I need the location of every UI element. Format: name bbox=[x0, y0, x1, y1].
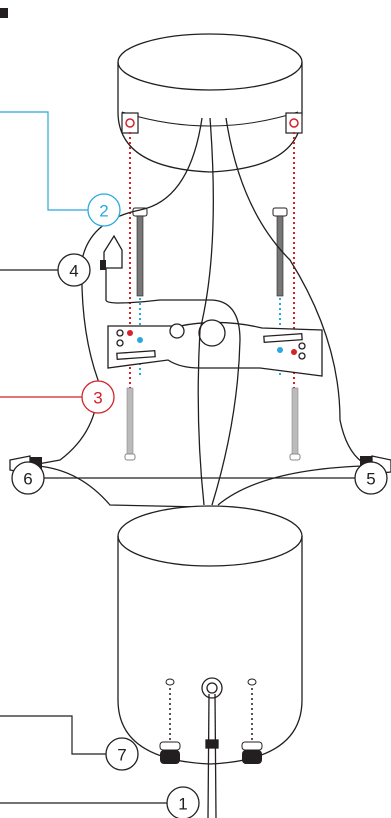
mounting-screw-lower-right bbox=[289, 387, 301, 461]
canopy-screw-tab-left bbox=[121, 112, 139, 134]
callout-7: 7 bbox=[105, 737, 139, 771]
ceiling-canopy bbox=[117, 33, 303, 173]
mounting-screw-upper-right bbox=[272, 207, 288, 297]
callout-1: 1 bbox=[166, 786, 200, 818]
callout-6-label: 6 bbox=[23, 470, 32, 489]
mounting-bracket bbox=[107, 319, 323, 377]
corner-mark bbox=[0, 8, 8, 18]
callout-1-label: 1 bbox=[178, 795, 187, 814]
callout-7-label: 7 bbox=[117, 746, 126, 765]
housing-dotted-lines bbox=[169, 688, 253, 740]
callout-2-label: 2 bbox=[99, 202, 108, 221]
supply-wires bbox=[37, 117, 363, 508]
cord-grip bbox=[201, 677, 223, 699]
callout-6: 6 bbox=[11, 461, 45, 495]
mounting-screw-lower-left bbox=[124, 387, 136, 461]
housing-holes bbox=[165, 678, 257, 686]
leader-lines bbox=[0, 111, 355, 804]
mounting-screw-upper-left bbox=[132, 207, 148, 297]
callout-5: 5 bbox=[354, 461, 388, 495]
callout-2: 2 bbox=[87, 193, 121, 227]
wire-nut bbox=[100, 234, 123, 270]
callout-4-label: 4 bbox=[69, 262, 78, 281]
callout-5-label: 5 bbox=[366, 470, 375, 489]
power-cord bbox=[205, 693, 219, 818]
decorative-nut-right bbox=[241, 741, 263, 764]
fixture-housing bbox=[117, 505, 303, 765]
decorative-nut-left bbox=[159, 741, 181, 764]
callout-3-label: 3 bbox=[93, 389, 102, 408]
callout-4: 4 bbox=[57, 253, 91, 287]
canopy-screw-tab-right bbox=[285, 112, 303, 134]
callout-3: 3 bbox=[81, 380, 115, 414]
bracket-holes-highlight bbox=[127, 330, 297, 355]
